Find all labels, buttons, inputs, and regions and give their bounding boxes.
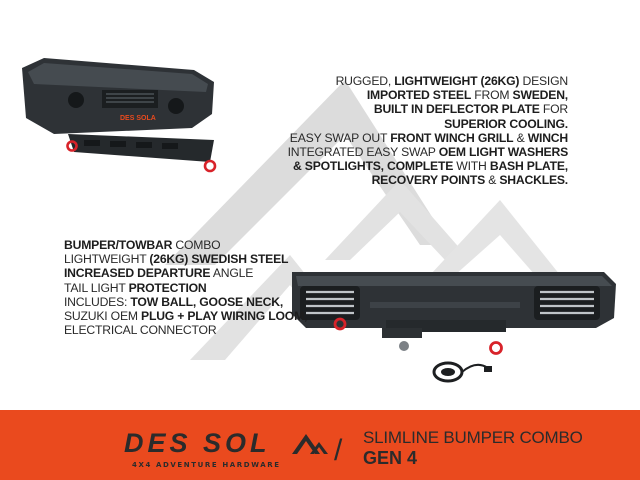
feature-text: FOR — [539, 102, 568, 117]
feature-line: SUPERIOR COOLING. — [288, 117, 568, 131]
wiring-loom-icon — [432, 361, 492, 383]
feature-text: EASY SWAP OUT — [289, 130, 391, 145]
feature-highlight: OEM LIGHT WASHERS — [438, 145, 569, 160]
feature-highlight: SHACKLES. — [499, 173, 568, 188]
logo-tagline: 4x4 Adventure Hardware — [132, 461, 281, 469]
feature-text: TAIL LIGHT — [64, 280, 129, 295]
feature-text: INTEGRATED EASY SWAP — [287, 145, 439, 160]
feature-highlight: IMPORTED STEEL — [366, 88, 472, 103]
feature-line: RECOVERY POINTS & SHACKLES. — [288, 173, 569, 188]
footer-separator: / — [334, 434, 343, 467]
feature-highlight: BUILT IN DEFLECTOR PLATE — [373, 102, 540, 117]
feature-text: & — [513, 130, 528, 145]
feature-line: RUGGED, LIGHTWEIGHT (26KG) DESIGN — [288, 74, 569, 88]
feature-highlight: SWEDEN, — [512, 88, 569, 103]
feature-highlight: & SPOTLIGHTS, COMPLETE — [292, 159, 454, 174]
product-title: SLIMLINE BUMPER COMBO — [363, 428, 583, 447]
feature-highlight: WINCH — [527, 130, 568, 145]
feature-text: LIGHTWEIGHT — [64, 252, 150, 267]
feature-line: IMPORTED STEEL FROM SWEDEN, — [288, 88, 568, 102]
feature-text: ANGLE — [210, 266, 254, 281]
feature-highlight: BASH PLATE, — [489, 159, 568, 174]
feature-line: & SPOTLIGHTS, COMPLETE WITH BASH PLATE, — [288, 159, 568, 173]
feature-line: INCLUDES: TOW BALL, GOOSE NECK, — [64, 295, 307, 309]
feature-highlight: BUMPER/TOWBAR — [64, 238, 173, 252]
feature-text: COMBO — [172, 238, 221, 252]
feature-highlight: RECOVERY POINTS — [371, 173, 486, 188]
brand-logo: DES SOL 4x4 Adventure Hardware — [124, 428, 330, 474]
photo-brand-text: DES SOLA — [120, 115, 156, 122]
feature-text: INCLUDES: — [64, 294, 131, 309]
front-bumper-image: DES SOLA — [22, 58, 217, 173]
feature-line: LIGHTWEIGHT (26KG) SWEDISH STEEL — [64, 252, 307, 266]
feature-highlight: FRONT WINCH GRILL — [390, 130, 514, 145]
footer-banner: DES SOL 4x4 Adventure Hardware / SLIMLIN… — [0, 410, 640, 480]
feature-highlight: PLUG + PLAY WIRING LOOM, — [141, 309, 308, 324]
feature-line: SUZUKI OEM PLUG + PLAY WIRING LOOM, — [64, 309, 307, 323]
feature-text: SUZUKI OEM — [64, 309, 142, 324]
feature-highlight: PROTECTION — [128, 280, 207, 295]
logo-name: DES SOL — [124, 428, 271, 458]
feature-highlight: TOW BALL, GOOSE NECK, — [130, 294, 284, 309]
feature-text: & — [485, 173, 500, 188]
product-generation: GEN 4 — [363, 448, 418, 468]
feature-line: EASY SWAP OUT FRONT WINCH GRILL & WINCH — [288, 131, 568, 145]
mountain-logo-icon — [292, 434, 328, 454]
feature-line: ELECTRICAL CONNECTOR — [64, 323, 307, 337]
feature-text: WITH — [453, 159, 490, 174]
feature-line: BUMPER/TOWBAR COMBO — [64, 238, 307, 252]
feature-line: INTEGRATED EASY SWAP OEM LIGHT WASHERS — [287, 145, 569, 160]
feature-text: ELECTRICAL CONNECTOR — [64, 323, 217, 338]
feature-text: RUGGED, — [335, 74, 395, 88]
feature-line: INCREASED DEPARTURE ANGLE — [64, 266, 307, 280]
feature-highlight: LIGHTWEIGHT (26KG) — [394, 74, 520, 88]
feature-highlight: SUPERIOR COOLING. — [444, 116, 568, 131]
feature-text: DESIGN — [519, 74, 568, 88]
feature-highlight: (26KG) SWEDISH STEEL — [149, 252, 289, 267]
feature-line: TAIL LIGHT PROTECTION — [64, 281, 307, 295]
feature-text: FROM — [471, 88, 513, 103]
rear-bumper-image — [292, 272, 616, 355]
feature-highlight: INCREASED DEPARTURE — [64, 266, 211, 281]
feature-line: BUILT IN DEFLECTOR PLATE FOR — [288, 102, 568, 116]
